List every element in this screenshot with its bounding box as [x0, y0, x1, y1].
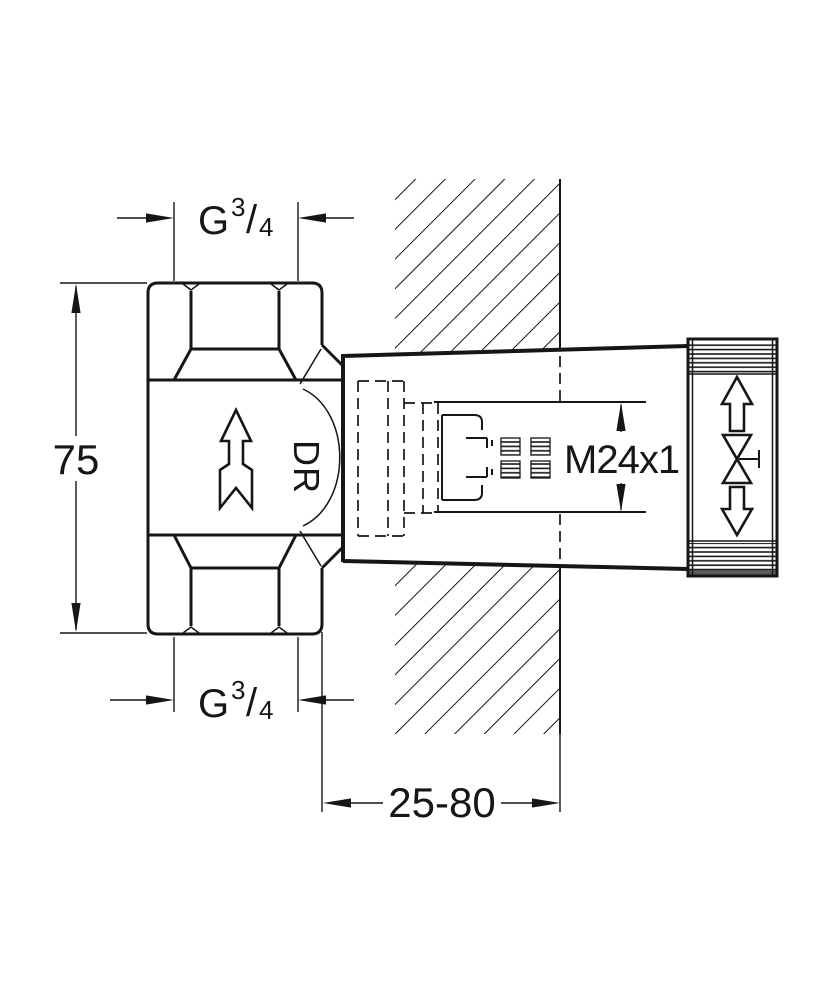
- valve-symbol-down-arrow: [719, 485, 755, 538]
- dim-thread-bottom-label: G: [198, 682, 229, 726]
- neck-projection-bottom: [299, 530, 322, 567]
- valve-symbol-icon: [719, 374, 760, 538]
- neck-diagonal-bottom: [320, 545, 345, 570]
- cap-outline: [686, 337, 779, 578]
- hex-nut-bottom: [172, 534, 298, 634]
- dim-spindle-thread: M24x1: [564, 402, 680, 512]
- dim-spindle-thread-label: M24x1: [564, 438, 679, 482]
- body-right-top: [311, 281, 324, 345]
- hidden-cartridge: [357, 380, 439, 537]
- dim-thread-bottom-numerator: 3: [231, 675, 245, 705]
- body-outline: [146, 281, 312, 636]
- dim-thread-top-denominator: 4: [259, 212, 273, 242]
- protection-cap: [686, 337, 779, 578]
- dim-thread-top-label: G: [198, 199, 229, 243]
- dim-thread-bottom-slash: /: [246, 681, 258, 725]
- cone-top-edge: [342, 344, 689, 358]
- spindle-profile-bottom: [442, 485, 483, 501]
- valve-symbol-triangle-bottom: [720, 456, 754, 485]
- wall-section: [395, 179, 561, 734]
- dim-installation-depth: 25-80: [321, 632, 561, 826]
- neck-diagonal-top: [320, 343, 345, 368]
- spindle-profile-top: [442, 414, 483, 430]
- flow-marking-label: DR: [286, 440, 327, 494]
- flow-arrow-icon: [218, 407, 254, 512]
- dim-thread-top-slash: /: [246, 198, 258, 242]
- hex-nut-top: [172, 283, 298, 381]
- dim-thread-bottom-denominator: 4: [259, 695, 273, 725]
- wall-hatch-lower: [395, 563, 560, 734]
- wall-hatch-upper: [395, 179, 560, 355]
- cap-knurl-top: [689, 342, 776, 374]
- valve-body: DR: [146, 281, 345, 636]
- dim-thread-bottom: G 3 / 4: [110, 637, 354, 726]
- ball-chamber-arc: [302, 388, 341, 527]
- dim-thread-top: G 3 / 4: [117, 192, 354, 281]
- dim-body-height-label: 75: [53, 436, 100, 483]
- cone-bottom-edge: [342, 559, 689, 571]
- body-right-bottom: [311, 568, 324, 636]
- dim-thread-top-numerator: 3: [231, 192, 245, 222]
- spindle-assembly: [434, 401, 646, 513]
- dim-installation-depth-label: 25-80: [388, 779, 495, 826]
- cap-fill: [688, 339, 777, 576]
- neck-projection-top: [299, 348, 322, 385]
- dim-body-height: 75: [53, 282, 147, 634]
- cap-knurl-bottom: [689, 543, 776, 572]
- body-fill: [148, 283, 322, 634]
- valve-symbol-up-arrow: [719, 374, 755, 433]
- valve-symbol-triangle-top: [720, 433, 754, 462]
- spindle-knurl: [500, 437, 551, 479]
